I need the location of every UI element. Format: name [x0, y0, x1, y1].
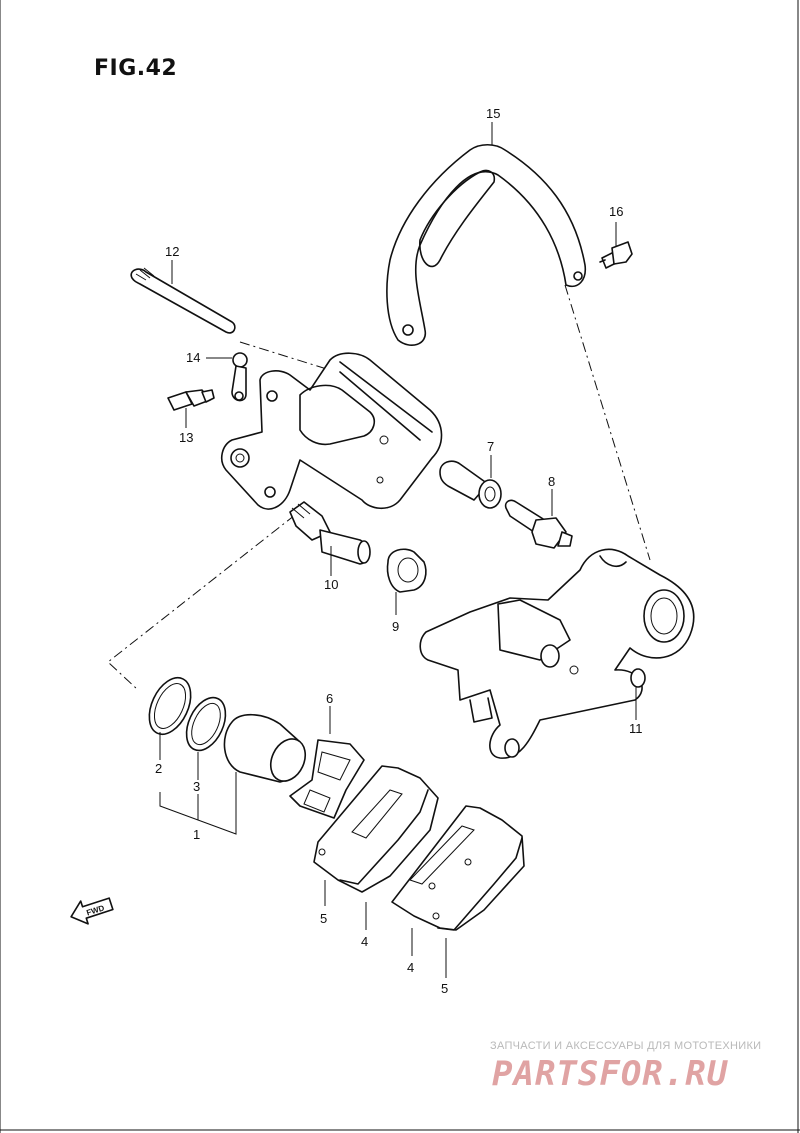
bracket-part-15 [386, 143, 587, 346]
bolt-part-16 [599, 241, 633, 269]
sleeve-part-7 [439, 460, 502, 509]
seal-part-3 [185, 696, 227, 752]
callout-4a: 4 [361, 934, 369, 949]
callout-1: 1 [193, 827, 201, 842]
watermark-brand: PARTSFOR.RU [492, 1054, 729, 1094]
callout-16: 16 [609, 204, 624, 219]
callout-11: 11 [629, 721, 643, 736]
pin-part-8 [504, 499, 573, 549]
callout-8: 8 [548, 474, 556, 489]
boot-part-9 [386, 548, 427, 593]
callout-3: 3 [193, 779, 201, 794]
callout-9: 9 [392, 619, 400, 634]
callout-13: 13 [179, 430, 194, 445]
cap-part-14 [231, 352, 248, 402]
slide-pin-part-10 [289, 501, 371, 565]
figure-title: FIG.42 [94, 56, 178, 81]
callout-6: 6 [326, 691, 334, 706]
bleeder-part-13 [167, 389, 215, 411]
piston [223, 713, 307, 783]
assembly-line-15 [564, 284, 651, 561]
forward-arrow-icon: FWD [70, 897, 114, 925]
callout-4b: 4 [407, 960, 415, 975]
brake-pad-right [391, 805, 525, 931]
assembly-line-piston [107, 514, 296, 691]
callout-12: 12 [165, 244, 180, 259]
brake-pad-left [313, 765, 439, 893]
spring-part-6 [289, 739, 365, 819]
callout-2: 2 [155, 761, 163, 776]
callout-14: 14 [186, 350, 201, 365]
callout-7: 7 [487, 439, 495, 454]
pin-part-12 [130, 267, 236, 334]
caliper-body [220, 352, 443, 510]
callout-5b: 5 [441, 981, 449, 996]
callout-10: 10 [324, 577, 339, 592]
caliper-support-bracket [419, 548, 695, 759]
assembly-line-12 [239, 341, 331, 371]
callout-5a: 5 [320, 911, 328, 926]
leader-lines [159, 122, 637, 978]
seal-part-2 [148, 676, 192, 736]
watermark-tagline: ЗАПЧАСТИ И АКСЕССУАРЫ ДЛЯ МОТОТЕХНИКИ [490, 1040, 762, 1052]
callout-15: 15 [486, 106, 501, 121]
